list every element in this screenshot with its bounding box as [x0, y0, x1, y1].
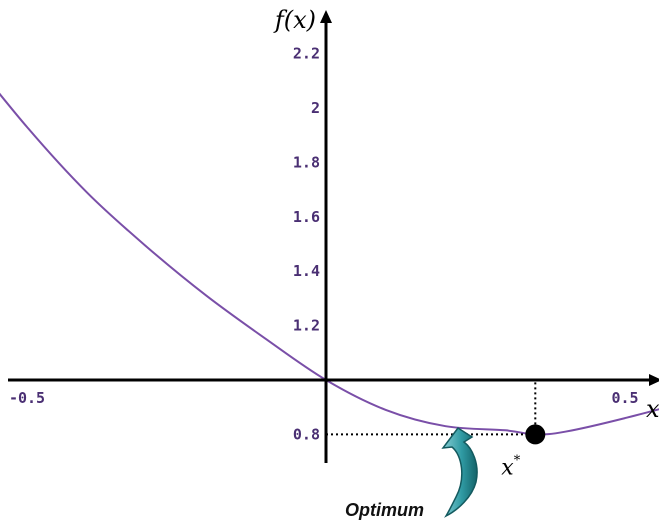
y-tick-label: 1.2: [293, 317, 320, 335]
x-axis-title: x: [646, 395, 659, 423]
x-axis-arrow-icon: [649, 374, 659, 386]
y-tick-label: 0.8: [293, 425, 320, 443]
tick-label-layer: -1-0.50.510.81.21.41.61.822.2: [9, 45, 639, 444]
marker-layer: [525, 424, 546, 445]
curve-layer: [0, 92, 659, 436]
y-tick-label: 1.6: [293, 208, 320, 226]
y-axis-title: f(x): [273, 6, 316, 34]
function-curve: [0, 92, 659, 436]
x-tick-label: 0.5: [611, 389, 638, 407]
optimum-x-label-base: x: [501, 455, 514, 480]
optimum-annotation: Optimum: [345, 500, 424, 520]
optimum-x-label-superscript: *: [514, 453, 521, 468]
y-tick-label: 2.2: [293, 45, 320, 63]
y-tick-label: 1.8: [293, 153, 320, 171]
optimum-curved-arrow-icon: [441, 426, 478, 518]
y-tick-label: 1.4: [293, 262, 320, 280]
axes-layer: [8, 10, 659, 463]
guide-layer: [326, 380, 537, 436]
y-tick-label: 2: [311, 99, 320, 117]
optimum-point: [525, 424, 546, 445]
y-axis-arrow-icon: [320, 10, 332, 23]
x-tick-label: -0.5: [9, 389, 45, 407]
optimum-x-label: x*: [501, 453, 520, 480]
